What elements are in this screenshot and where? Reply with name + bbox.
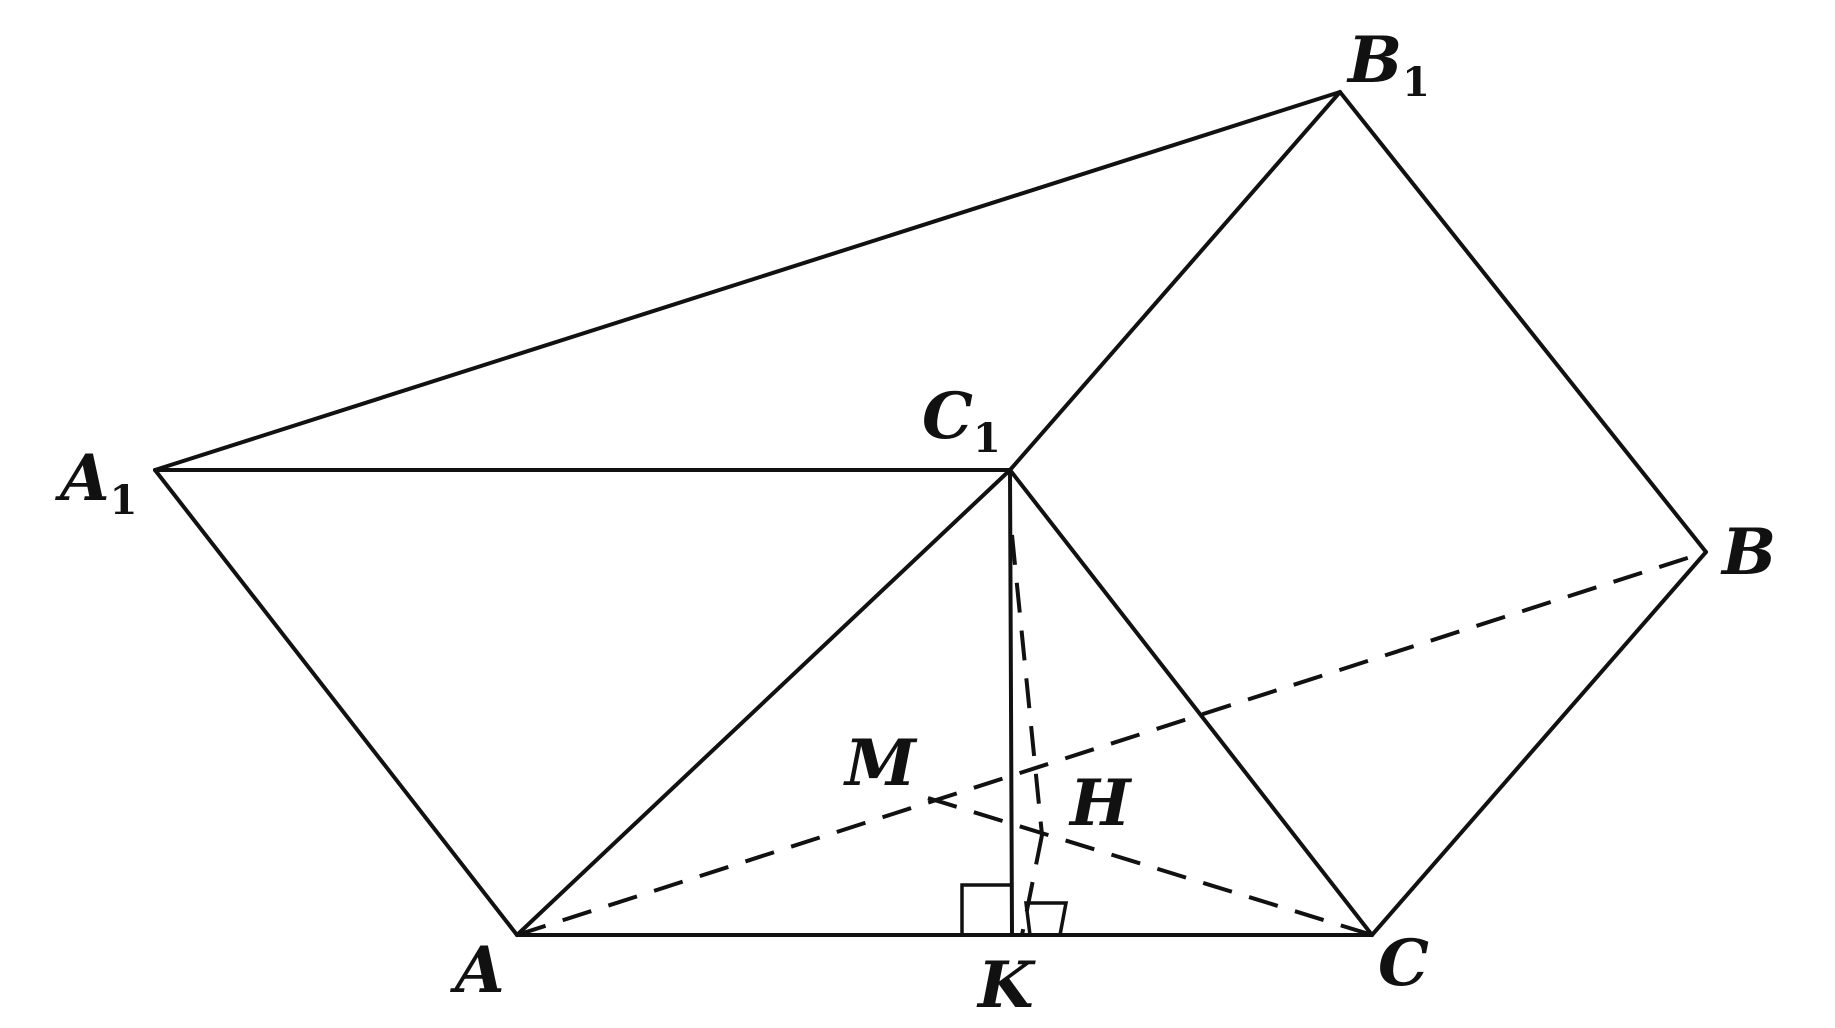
edge-a1-b1: [153, 90, 1342, 472]
edge-c1-c: [1008, 468, 1374, 937]
label-h: H: [1068, 766, 1133, 841]
hidden-segment-c1-h: [1010, 534, 1044, 836]
right-angle-mark-k: [960, 883, 1010, 935]
hidden-edge-a-b: [516, 550, 1707, 937]
label-m: M: [843, 726, 918, 801]
label-a1: A1: [55, 441, 138, 524]
hidden-segment-m-c: [927, 796, 1373, 937]
edge-a-c1: [515, 468, 1012, 937]
right-angle-mark-k-h: [1024, 901, 1069, 936]
edge-c1-b1: [1008, 90, 1342, 472]
label-c1: C1: [922, 379, 1001, 462]
label-a: A: [450, 933, 505, 1008]
segment-c1-k: [1008, 468, 1014, 937]
label-k: K: [976, 948, 1036, 1023]
edge-a1-a: [153, 468, 519, 937]
edge-b-c: [1370, 550, 1708, 937]
label-b: B: [1720, 515, 1776, 590]
edge-b1-b: [1338, 90, 1708, 554]
label-c: C: [1378, 926, 1429, 1001]
label-b1: B1: [1346, 23, 1430, 106]
hidden-segment-h-k: [1020, 834, 1044, 936]
